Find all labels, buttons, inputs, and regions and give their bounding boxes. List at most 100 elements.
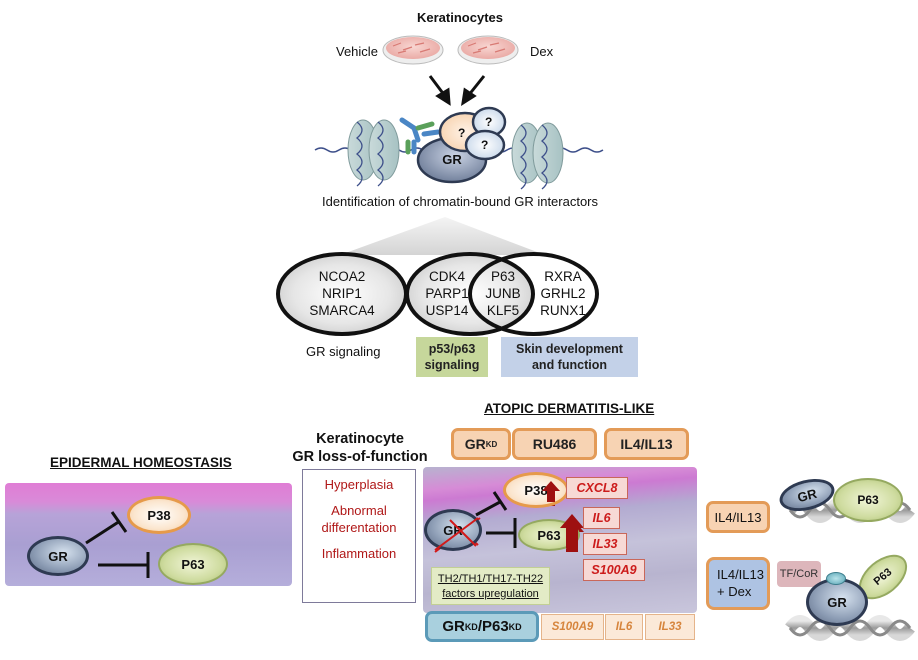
condition-label: IL4/IL13	[620, 436, 673, 452]
unknown-label: ?	[458, 126, 466, 140]
gene-box-s100a9: S100A9	[583, 559, 645, 581]
ligand-icon	[826, 572, 846, 585]
gene: RXRA	[544, 269, 582, 284]
node-label: P38	[524, 482, 548, 498]
gene: RUNX1	[540, 303, 586, 318]
category-line: Skin development	[516, 342, 623, 356]
condition-sup: KD	[485, 439, 498, 449]
vehicle-label: Vehicle	[336, 44, 378, 59]
rescued-gene-il6: IL6	[605, 614, 643, 640]
effect-differentation: differentation	[321, 520, 397, 535]
kd-label: GR	[442, 618, 465, 635]
dna-helix-icon	[785, 615, 915, 641]
mechanism-condition-il4-il13: IL4/IL13	[706, 501, 770, 533]
gene-box-cxcl8: CXCL8	[566, 477, 628, 499]
gene: NCOA2	[318, 269, 366, 284]
chromatin-caption: Identification of chromatin-bound GR int…	[321, 194, 599, 209]
node-label: GR	[795, 485, 819, 505]
kd-label: /P63	[477, 618, 509, 635]
expansion-wedge	[340, 217, 545, 255]
unknown-label: ?	[485, 115, 493, 129]
gene-list-p53: CDK4 PARP1 USP14	[417, 268, 477, 319]
nucleosome-left-icon	[347, 119, 400, 187]
effects-box: Hyperplasia Abnormal differentation Infl…	[302, 469, 416, 603]
th-line: factors upregulation	[442, 588, 539, 600]
vehicle-dish-icon	[382, 35, 444, 65]
tf-cor-box: TF/CoR	[777, 561, 821, 587]
venn-ellipse-skin	[468, 252, 599, 336]
condition-line: IL4/IL13	[717, 567, 764, 582]
gene-list-overlap: P63 JUNB KLF5	[480, 268, 526, 319]
dex-label: Dex	[530, 44, 554, 59]
condition-il4-il13: IL4/IL13	[604, 428, 689, 460]
gene: USP14	[425, 303, 469, 318]
category-skin-development: Skin development and function	[501, 337, 638, 377]
kd-sup: KD	[508, 621, 522, 632]
condition-label: RU486	[532, 436, 577, 452]
unknown-interactor-icon	[464, 129, 506, 161]
homeostasis-title: EPIDERMAL HOMEOSTASIS	[50, 455, 232, 470]
mechanism-p63-node-1: P63	[833, 478, 903, 522]
effect-hyperplasia: Hyperplasia	[324, 477, 394, 492]
node-label: GR	[827, 594, 847, 610]
node-label: P38	[147, 507, 171, 523]
node-label: GR	[443, 522, 463, 538]
homeostasis-inhibition-lines	[85, 511, 150, 578]
antibody-icon	[399, 117, 441, 155]
gene-box-il6: IL6	[583, 507, 620, 529]
effect-inflammation: Inflammation	[321, 546, 397, 561]
unknown-label: ?	[481, 138, 489, 152]
up-arrow-icon	[542, 481, 560, 502]
category-line: and function	[531, 358, 607, 372]
category-line: signaling	[424, 358, 480, 372]
chromatin-illustration	[314, 35, 604, 190]
gene: CDK4	[428, 269, 465, 284]
up-arrow-icon	[560, 514, 584, 548]
nucleosome-right-icon	[511, 122, 564, 190]
mechanism-condition-il4-il13-dex: IL4/IL13 + Dex	[706, 557, 770, 610]
keratinocytes-title: Keratinocytes	[417, 10, 503, 25]
category-gr-signaling: GR signaling	[306, 344, 381, 359]
gene: KLF5	[486, 303, 520, 318]
th-line: TH2/TH1/TH17-TH22	[437, 573, 544, 585]
th-factors-box: TH2/TH1/TH17-TH22 factors upregulation	[431, 567, 550, 605]
category-line: p53/p63	[428, 342, 476, 356]
category-p53-signaling: p53/p63 signaling	[416, 337, 488, 377]
condition-line: + Dex	[717, 584, 752, 599]
gene-box-il33: IL33	[583, 533, 627, 555]
title-line: Keratinocyte	[316, 431, 404, 447]
mechanism-gr-node-2: GR	[806, 578, 868, 626]
rescued-gene-il33: IL33	[645, 614, 695, 640]
condition-ru486: RU486	[512, 428, 597, 460]
gene: SMARCA4	[309, 303, 375, 318]
homeostasis-p38-node: P38	[127, 496, 191, 534]
gene: GRHL2	[540, 286, 586, 301]
kd-sup: KD	[464, 621, 478, 632]
node-label: GR	[48, 548, 68, 564]
node-label: P63	[181, 556, 205, 572]
gene-list-gr-signaling: NCOA2 NRIP1 SMARCA4	[300, 268, 384, 319]
condition-label: GR	[464, 436, 486, 452]
loss-of-function-title: Keratinocyte GR loss-of-function	[282, 430, 438, 466]
homeostasis-p63-node: P63	[158, 543, 228, 585]
dex-dish-icon	[457, 35, 519, 65]
gene: JUNB	[485, 286, 521, 301]
gene-list-skin: RXRA GRHL2 RUNX1	[535, 268, 591, 319]
effect-abnormal: Abnormal	[331, 503, 387, 518]
node-label: P63	[871, 566, 895, 588]
gene: P63	[490, 269, 516, 284]
homeostasis-gr-node: GR	[27, 536, 89, 576]
title-line: GR loss-of-function	[292, 449, 428, 465]
atopic-title: ATOPIC DERMATITIS-LIKE	[484, 401, 655, 416]
atopic-gr-node: GR	[424, 509, 482, 551]
node-label: P63	[857, 493, 879, 507]
arrow-icon	[428, 75, 486, 107]
node-label: P63	[537, 527, 561, 543]
gene: NRIP1	[322, 286, 362, 301]
complex-gr-label: GR	[442, 152, 462, 167]
gene: PARP1	[425, 286, 469, 301]
atopic-p38-node: P38	[503, 472, 569, 508]
rescued-gene-s100a9: S100A9	[541, 614, 604, 640]
